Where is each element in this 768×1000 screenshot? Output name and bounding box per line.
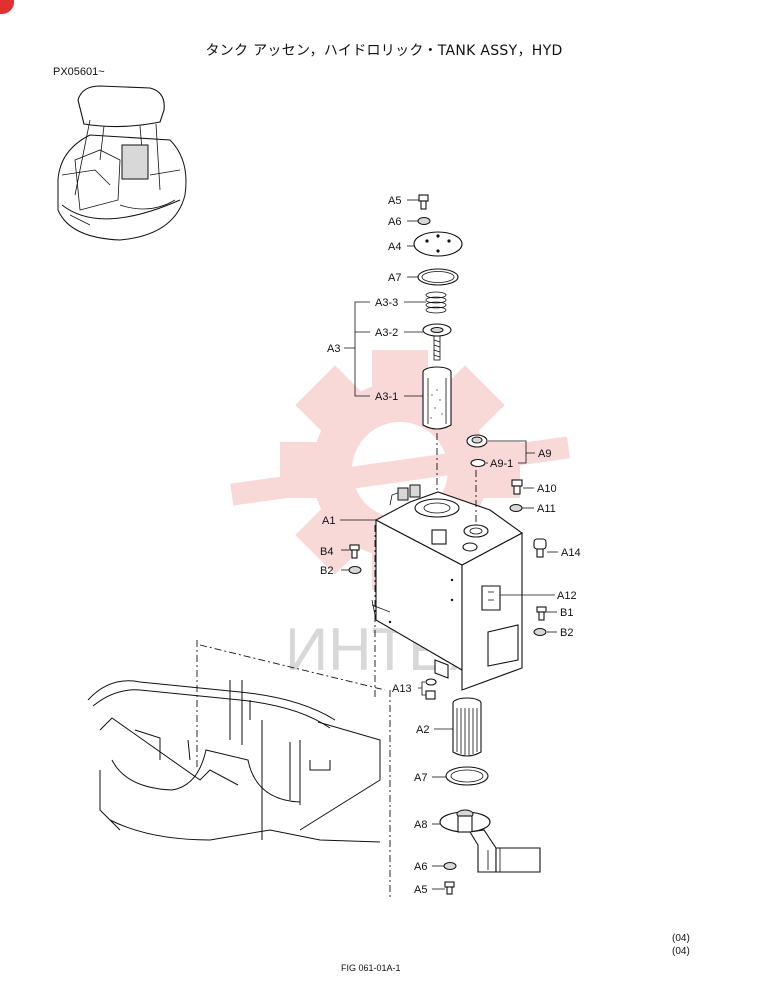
label-b2-left: B2 bbox=[320, 565, 333, 577]
part-a1-hydraulic-tank bbox=[371, 484, 524, 691]
leader-lines bbox=[340, 199, 558, 890]
part-a3-3-spring bbox=[425, 291, 447, 314]
label-a14: A14 bbox=[561, 547, 581, 559]
part-a3-1-filter-element bbox=[422, 366, 452, 430]
label-a7-top: A7 bbox=[388, 272, 401, 284]
part-b2-right-washer bbox=[533, 628, 547, 636]
label-a9-1: A9-1 bbox=[490, 458, 513, 470]
label-a8: A8 bbox=[414, 819, 427, 831]
label-a9: A9 bbox=[538, 448, 551, 460]
part-a7-bottom-oring bbox=[445, 766, 489, 786]
label-a11: A11 bbox=[537, 503, 556, 515]
label-a5-top: A5 bbox=[388, 195, 401, 207]
label-a3: A3 bbox=[327, 343, 340, 355]
label-a6-bottom: A6 bbox=[414, 861, 427, 873]
part-b1-bolt bbox=[536, 606, 547, 621]
label-a5-bottom: A5 bbox=[414, 884, 427, 896]
part-a9-1-gasket bbox=[470, 458, 486, 468]
label-a6-top: A6 bbox=[388, 216, 401, 228]
label-b1: B1 bbox=[560, 607, 573, 619]
part-a5-top-bolt bbox=[418, 194, 429, 210]
label-a3-1: A3-1 bbox=[375, 391, 398, 403]
label-b4: B4 bbox=[320, 546, 333, 558]
part-b2-left-washer bbox=[348, 566, 362, 574]
machine-frame bbox=[87, 680, 381, 843]
part-a6-top-washer bbox=[417, 217, 431, 225]
label-a4: A4 bbox=[388, 241, 401, 253]
revision-code-2: (04) bbox=[672, 946, 690, 957]
revision-code-1: (04) bbox=[672, 933, 690, 944]
callout-labels: A5 A6 A4 A7 A3 A3-3 A3-2 A3-1 A9 A9-1 A1… bbox=[320, 195, 581, 896]
part-a2-return-filter bbox=[452, 697, 482, 757]
part-a9-cap bbox=[466, 434, 488, 448]
figure-number: FIG 061-01A-1 bbox=[341, 963, 401, 973]
part-a4-cover bbox=[413, 231, 463, 257]
label-a13: A13 bbox=[392, 683, 412, 695]
part-a6-bottom-washer bbox=[443, 862, 457, 870]
serial-range: PX05601~ bbox=[53, 66, 105, 78]
label-a1: A1 bbox=[322, 515, 335, 527]
label-a12: A12 bbox=[557, 590, 577, 602]
part-a8-suction-flange bbox=[439, 809, 541, 873]
part-a5-bottom-bolt bbox=[444, 881, 455, 895]
part-a11-washer bbox=[509, 504, 523, 512]
label-b2-right: B2 bbox=[560, 627, 573, 639]
part-a14-breather bbox=[533, 538, 547, 558]
center-lines bbox=[196, 433, 477, 900]
label-a10: A10 bbox=[537, 483, 557, 495]
label-a2: A2 bbox=[416, 724, 429, 736]
page-title: タンク アッセン，ハイドロリック・TANK ASSY，HYD bbox=[205, 43, 563, 59]
part-a13-plug bbox=[425, 678, 437, 700]
part-b4-bolt bbox=[349, 544, 360, 559]
part-a3-2-plate bbox=[422, 323, 452, 361]
label-a3-3: A3-3 bbox=[375, 297, 398, 309]
part-a7-top-oring bbox=[417, 268, 459, 286]
machine-thumbnail bbox=[57, 85, 187, 241]
part-a10-plug bbox=[511, 479, 523, 495]
label-a7-bottom: A7 bbox=[414, 772, 427, 784]
label-a3-2: A3-2 bbox=[375, 327, 398, 339]
